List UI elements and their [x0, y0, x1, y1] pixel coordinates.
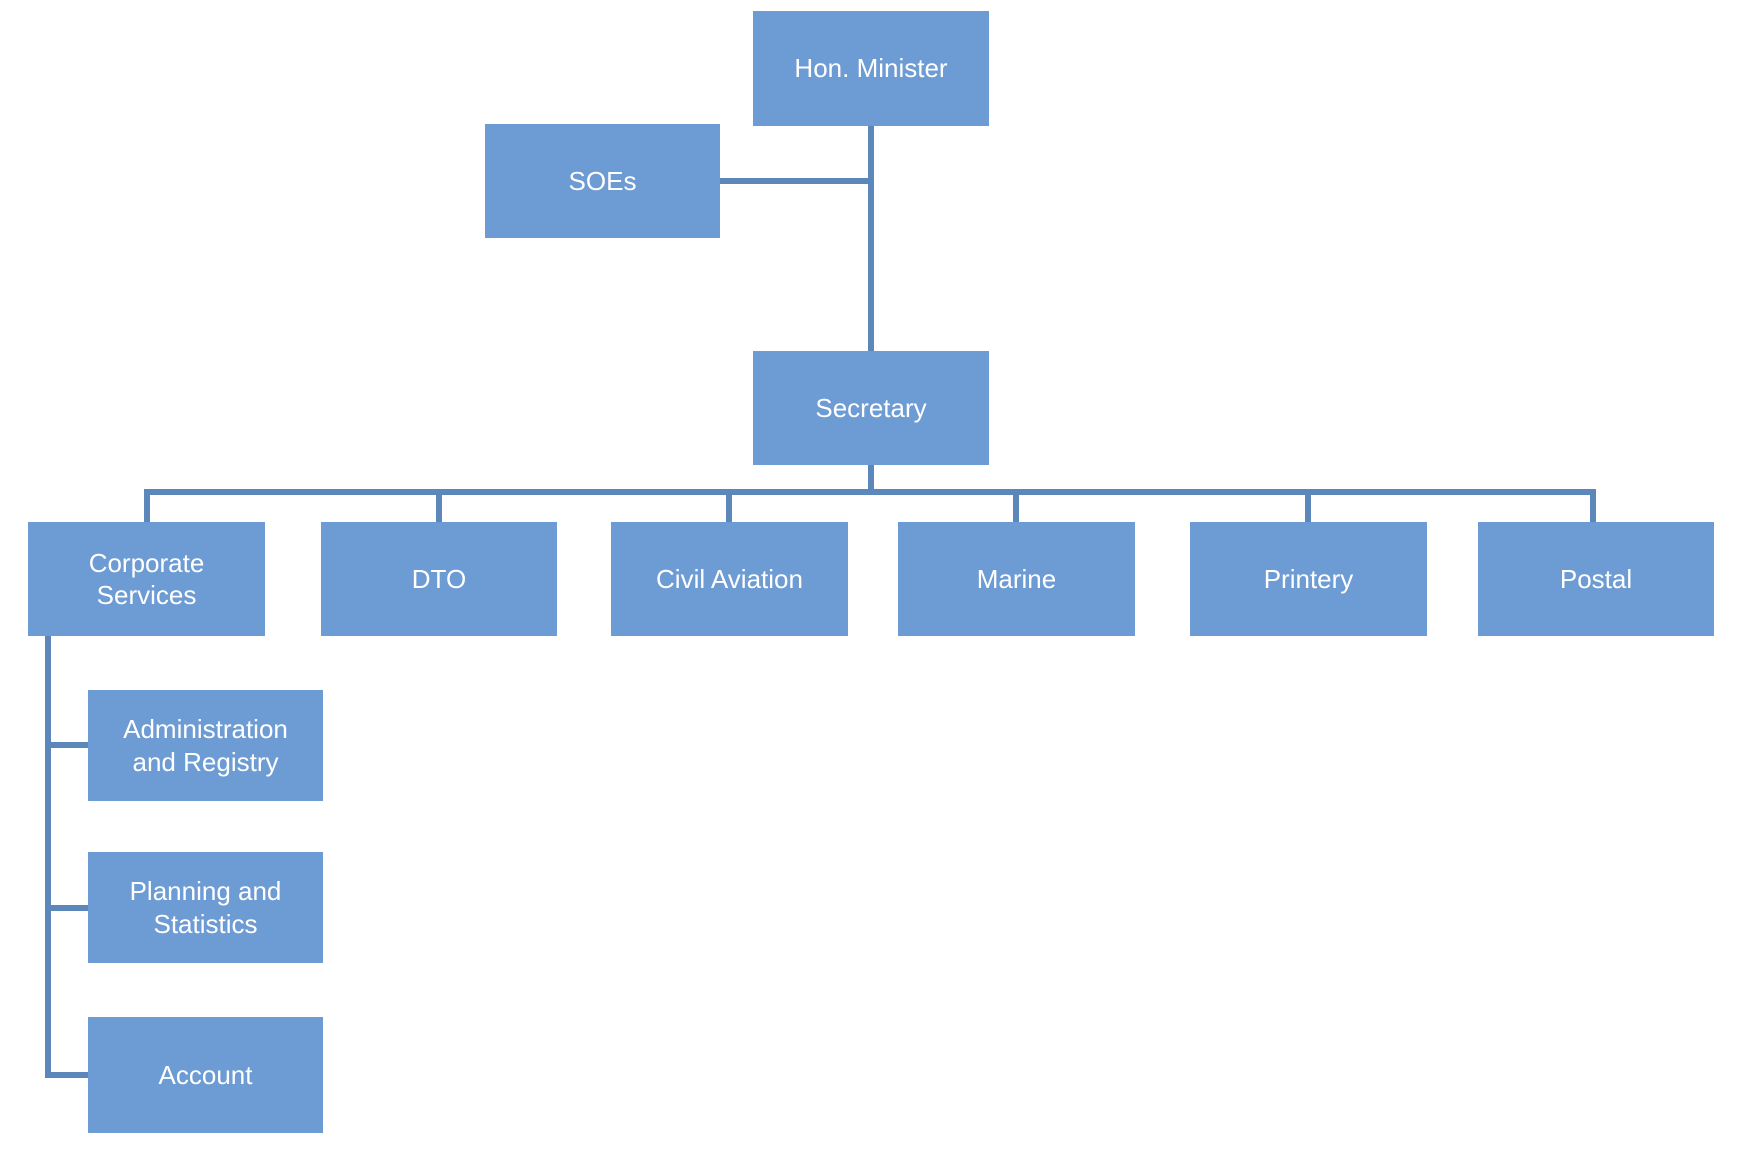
org-node-planning-and-statistics: Planning and Statistics: [88, 852, 323, 963]
org-node-dto: DTO: [321, 522, 557, 636]
org-node-hon-minister: Hon. Minister: [753, 11, 989, 126]
connector-stub-planning: [45, 905, 88, 911]
org-node-administration-and-registry: Administration and Registry: [88, 690, 323, 801]
org-node-corporate-services: Corporate Services: [28, 522, 265, 636]
connector-drop-printery: [1305, 489, 1311, 522]
org-node-civil-aviation: Civil Aviation: [611, 522, 848, 636]
org-node-account: Account: [88, 1017, 323, 1133]
org-node-marine: Marine: [898, 522, 1135, 636]
org-node-printery: Printery: [1190, 522, 1427, 636]
connector-stub-administration: [45, 742, 88, 748]
org-node-postal: Postal: [1478, 522, 1714, 636]
connector-soes-branch: [720, 178, 871, 184]
connector-drop-postal: [1590, 489, 1596, 522]
connector-minister-secretary: [868, 126, 874, 351]
connector-drop-marine: [1013, 489, 1019, 522]
connector-secretary-stub: [868, 465, 874, 492]
connector-drop-dto: [436, 489, 442, 522]
connector-bus: [144, 489, 1596, 495]
connector-drop-civil-aviation: [726, 489, 732, 522]
org-node-soes: SOEs: [485, 124, 720, 238]
connector-drop-corporate-services: [144, 489, 150, 522]
connector-corporate-services-spine: [45, 636, 51, 1078]
org-node-secretary: Secretary: [753, 351, 989, 465]
connector-stub-account: [45, 1072, 88, 1078]
